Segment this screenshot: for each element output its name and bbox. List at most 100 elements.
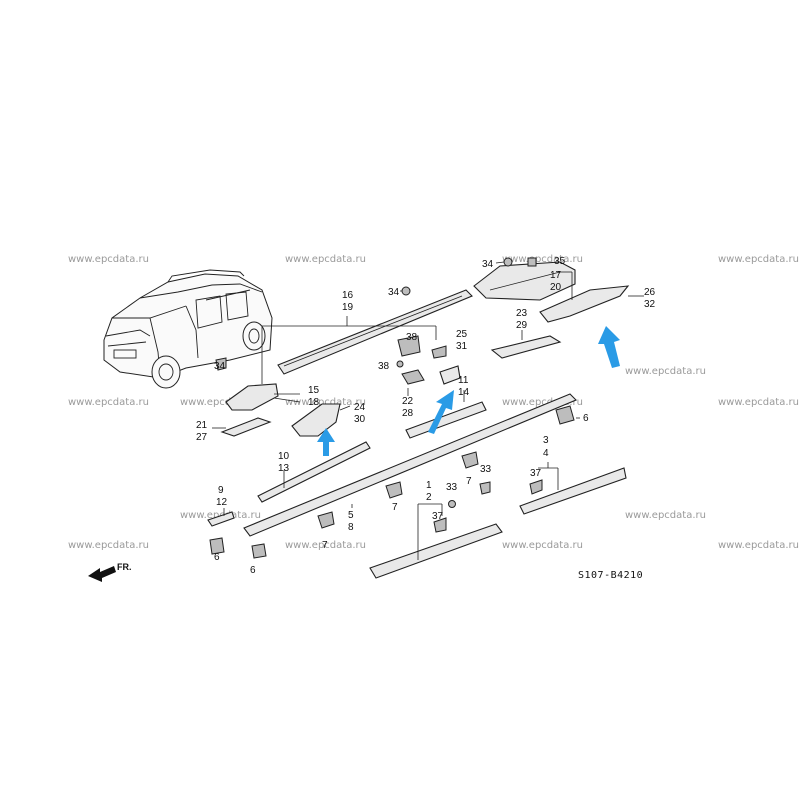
callout: 38 (406, 332, 418, 343)
watermark: www.epcdata.ru (68, 397, 149, 408)
watermark: www.epcdata.ru (68, 254, 149, 265)
callout: 9 (218, 485, 224, 496)
watermark: www.epcdata.ru (502, 254, 583, 265)
callout: 27 (196, 432, 208, 443)
clip-38b[interactable] (431, 345, 447, 359)
clip-37b[interactable] (433, 517, 447, 533)
molding-11[interactable] (405, 401, 487, 439)
roof-end-cover-rear[interactable] (539, 285, 630, 323)
watermark: www.epcdata.ru (285, 254, 366, 265)
callout-numbers: 34 35 17 20 34 16 19 26 32 23 29 38 25 3… (196, 256, 656, 576)
diagram-code: S107-B4210 (578, 570, 643, 581)
callout: 24 (354, 402, 366, 413)
callout: 34 (214, 361, 226, 372)
clip-22[interactable] (401, 369, 425, 385)
watermark: www.epcdata.ru (285, 397, 366, 408)
leader-lines (212, 261, 644, 560)
watermark: www.epcdata.ru (285, 540, 366, 551)
molding-10[interactable] (257, 441, 371, 503)
clip-7a[interactable] (385, 481, 403, 499)
callout: 31 (456, 341, 468, 352)
callout: 13 (278, 463, 290, 474)
front-arrow-icon (88, 566, 116, 582)
highlight-arrows (317, 326, 620, 456)
callout: 38 (378, 361, 390, 372)
clip-7c[interactable] (317, 511, 335, 529)
front-direction-marker: FR. (88, 562, 132, 582)
highlight-arrow-icon (598, 326, 620, 368)
callout: 26 (644, 287, 656, 298)
callout: 8 (348, 522, 354, 533)
callout: 12 (216, 497, 228, 508)
callout: 25 (456, 329, 468, 340)
watermark: www.epcdata.ru (625, 366, 706, 377)
front-base-21[interactable] (220, 417, 272, 437)
callout: 33 (480, 464, 492, 475)
screw-33b[interactable] (448, 500, 456, 508)
callout: 7 (322, 540, 328, 551)
side-rail-3[interactable] (519, 467, 627, 515)
clip-38a[interactable] (397, 335, 421, 357)
callout: 1 (426, 480, 432, 491)
callout: 23 (516, 308, 528, 319)
callout: 7 (392, 502, 398, 513)
callout: 3 (543, 435, 549, 446)
callout: 20 (550, 282, 562, 293)
callout: 35 (554, 256, 566, 267)
molding-clip-base[interactable] (490, 335, 562, 359)
callout: 7 (466, 476, 472, 487)
callout: 2 (426, 492, 432, 503)
watermark: www.epcdata.ru (718, 397, 799, 408)
callout: 4 (543, 448, 549, 459)
callout: 32 (644, 299, 656, 310)
callout: 14 (458, 387, 470, 398)
callout: 19 (342, 302, 354, 313)
watermark: www.epcdata.ru (180, 397, 261, 408)
clip-6b[interactable] (209, 537, 225, 555)
clip-6a[interactable] (555, 405, 575, 425)
callout: 21 (196, 420, 208, 431)
callout: 17 (550, 270, 562, 281)
front-end-piece-15[interactable] (225, 383, 279, 411)
watermark: www.epcdata.ru (718, 540, 799, 551)
clip-34c[interactable] (215, 357, 227, 371)
clip-37a[interactable] (529, 479, 543, 495)
callout: 37 (530, 468, 542, 479)
callout: 34 (388, 287, 400, 298)
vehicle-illustration (103, 269, 273, 389)
callout: 5 (348, 510, 354, 521)
nut-34a[interactable] (503, 257, 513, 267)
clip-33a[interactable] (479, 481, 491, 495)
watermarks: www.epcdata.ru www.epcdata.ru www.epcdat… (68, 254, 799, 551)
highlight-arrow-icon (317, 428, 335, 456)
callout: 34 (482, 259, 494, 270)
callout: 6 (250, 565, 256, 576)
callout: 15 (308, 385, 320, 396)
callout: 16 (342, 290, 354, 301)
callout: 37 (432, 511, 444, 522)
nut-35[interactable] (527, 257, 537, 267)
side-rail-5[interactable] (243, 393, 577, 537)
clip-7b[interactable] (461, 451, 479, 469)
screw-38[interactable] (396, 360, 404, 368)
callout: 22 (402, 396, 414, 407)
clip-6c[interactable] (251, 543, 267, 559)
lower-rail-1[interactable] (369, 523, 503, 579)
highlight-arrow-icon (428, 390, 454, 434)
parts (207, 257, 630, 579)
front-cover-24[interactable] (291, 403, 341, 437)
callout: 33 (446, 482, 458, 493)
nut-34b[interactable] (401, 286, 411, 296)
callout: 6 (214, 552, 220, 563)
callout: 11 (458, 375, 469, 386)
callout: 28 (402, 408, 414, 419)
watermark: www.epcdata.ru (68, 540, 149, 551)
watermark: www.epcdata.ru (502, 397, 583, 408)
callout: 18 (308, 397, 320, 408)
callout: 29 (516, 320, 528, 331)
callout: 30 (354, 414, 366, 425)
roof-molding-front-upper[interactable] (277, 289, 473, 375)
watermark: www.epcdata.ru (718, 254, 799, 265)
end-cap-25[interactable] (439, 365, 461, 385)
